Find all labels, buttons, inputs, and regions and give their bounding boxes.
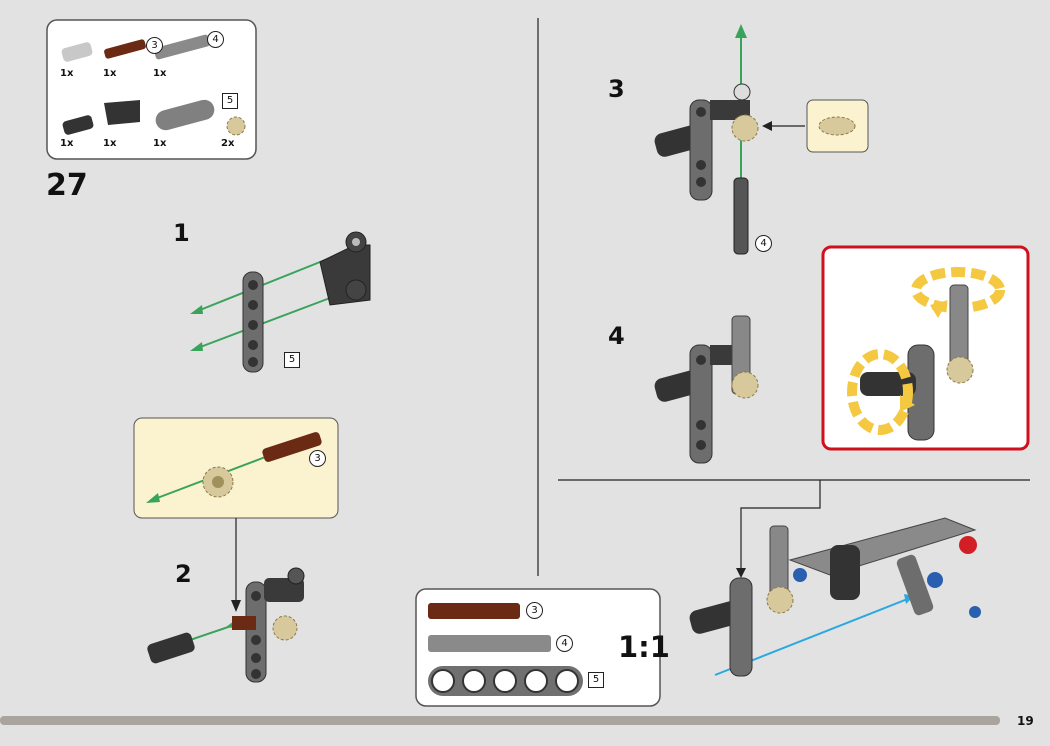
main-step-number: 27: [46, 168, 88, 203]
parts-list-illustrations: [61, 34, 246, 136]
part-qty: 1x: [153, 68, 167, 79]
part-qty: 1x: [153, 138, 167, 149]
scale-axle-3: [428, 603, 520, 619]
scale-axle-4: [428, 635, 551, 652]
scale-beam-5: [428, 666, 583, 696]
substep-number: 1: [173, 219, 190, 247]
length-callout: 3: [146, 37, 163, 54]
page-number: 19: [1017, 714, 1034, 728]
gear-icon: [818, 116, 856, 136]
part-qty: 1x: [103, 68, 117, 79]
page-footer-bar: [0, 716, 1000, 725]
part-qty: 1x: [60, 138, 74, 149]
length-callout: 4: [755, 235, 772, 252]
scale-label: 1:1: [618, 630, 670, 664]
step1-illustration: [190, 231, 371, 373]
substep-number: 2: [175, 560, 192, 588]
length-callout: 3: [309, 450, 326, 467]
final-assembly-illustration: [689, 517, 981, 677]
step2-callout-illustration: [146, 432, 322, 503]
step2-illustration: [147, 567, 305, 683]
final-connector-line: [740, 480, 821, 572]
step4-illustration: [654, 315, 759, 464]
length-callout: 4: [556, 635, 573, 652]
step3-illustration: [654, 24, 805, 255]
substep-number: 4: [608, 322, 625, 350]
length-callout: 5: [284, 352, 300, 368]
parts-list-box: [46, 19, 257, 160]
length-callout: 3: [526, 602, 543, 619]
length-callout: 5: [588, 672, 604, 688]
length-callout: 5: [222, 93, 238, 109]
arrow-down-icon: [736, 568, 746, 578]
arrow-down-icon: [231, 600, 241, 612]
part-qty: 1x: [103, 138, 117, 149]
part-qty: 2x: [221, 138, 235, 149]
substep-number: 3: [608, 75, 625, 103]
part-qty: 1x: [60, 68, 74, 79]
length-callout: 4: [207, 31, 224, 48]
rotation-illustration: [847, 267, 1005, 441]
